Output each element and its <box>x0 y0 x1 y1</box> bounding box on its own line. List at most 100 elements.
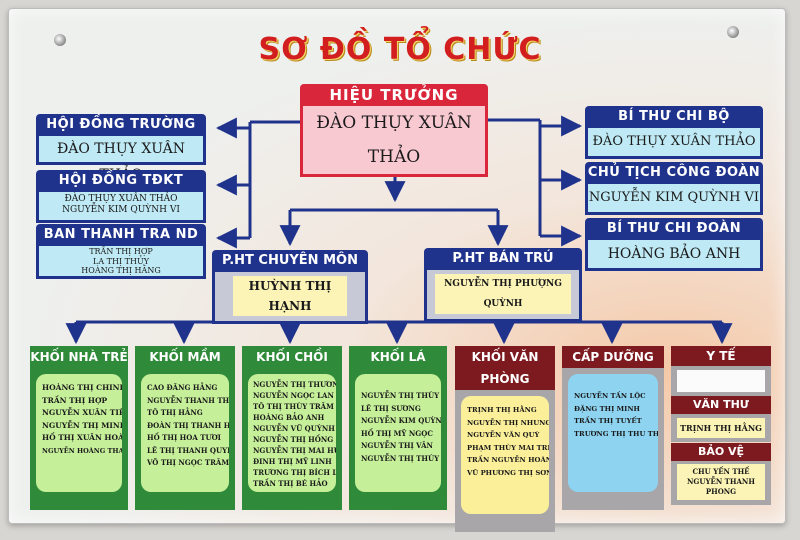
emulation-member: ĐÀO THỤY XUÂN THẢO <box>64 194 178 204</box>
member: ĐINH THỊ MỸ LINH <box>253 457 332 466</box>
inspection-board-box: BAN THANH TRA ND TRẦN THỊ HỢP LA THỊ THỦ… <box>36 224 206 279</box>
clerk-label: VĂN THƯ <box>671 396 771 414</box>
member: PHẠM THÙY MAI TRINH <box>467 443 549 452</box>
block-kindergarten-5-members: NGUYỄN THỊ THÙY TRANG LÊ THỊ SƯƠNG NGUYỄ… <box>355 374 441 492</box>
deputy-professional-label: P.HT CHUYÊN MÔN <box>212 250 368 272</box>
member: NGUYỄN THỊ HỒNG ĐÀO <box>253 435 336 444</box>
member: HỒ THỊ XUÂN HOÀI <box>42 433 122 442</box>
member: NGUYỄN THỊ MAI HƯƠNG <box>253 446 336 455</box>
member: TRỊNH THỊ HẰNG <box>467 406 537 414</box>
deputy-boarding-name: NGUYỄN THỊ PHƯỢNG QUỲNH <box>435 274 571 314</box>
member: HOÀNG THỊ CHINH <box>42 383 122 392</box>
member: TRẦN NGUYỄN HOÀNG DIỆU <box>467 456 549 464</box>
member: TRẦN THỊ HỢP <box>42 395 108 405</box>
member: TÔ THỊ THÙY TRÂM <box>253 402 334 411</box>
emulation-member: NGUYỄN KIM QUỲNH VI <box>62 205 180 215</box>
member: CHU YẾN THẾ <box>692 467 750 476</box>
youth-secretary-label: BÍ THƯ CHI ĐOÀN <box>585 218 763 240</box>
health-label: Y TẾ <box>671 346 771 366</box>
block-kindergarten-3-label: KHỐI MẦM <box>135 346 235 368</box>
emulation-council-box: HỘI ĐỒNG TĐKT ĐÀO THỤY XUÂN THẢO NGUYỄN … <box>36 170 206 223</box>
block-kindergarten-5-label: KHỐI LÁ <box>349 346 447 368</box>
member: NGUYỄN THỊ THÚY UYÊN <box>361 453 441 463</box>
member: NGUYỄN THỊ NHUNG <box>467 418 549 427</box>
member: NGUYỄN THỊ MINH CHI <box>42 420 122 430</box>
member: TRƯƠNG THỊ THU THẢO <box>574 429 658 438</box>
principal-box: HIỆU TRƯỞNG ĐÀO THỤY XUÂN THẢO <box>300 84 488 177</box>
member: NGUYỄN THANH PHONG <box>687 477 755 496</box>
block-office-members: TRỊNH THỊ HẰNG NGUYỄN THỊ NHUNG NGUYỄN V… <box>461 396 549 514</box>
council-box: HỘI ĐỒNG TRƯỜNG ĐÀO THỤY XUÂN THẢO <box>36 114 206 183</box>
member: CAO ĐĂNG HẰNG <box>147 383 218 392</box>
block-kitchen-members: NGUYỄN TẤN LỘC ĐẶNG THỊ MINH TRẦN THỊ TU… <box>568 374 658 492</box>
member: NGUYỄN THỊ VÂN <box>361 441 433 450</box>
block-office-label: KHỐI VĂN PHÒNG <box>455 346 555 390</box>
screw-top-left <box>54 34 66 46</box>
member: NGUYỄN TẤN LỘC <box>574 392 646 400</box>
deputy-professional-box: P.HT CHUYÊN MÔN HUỲNH THỊ HẠNH <box>212 250 368 324</box>
block-office: KHỐI VĂN PHÒNG TRỊNH THỊ HẰNG NGUYỄN THỊ… <box>455 346 555 532</box>
health-members <box>677 370 765 392</box>
block-kindergarten-3: KHỐI MẦM CAO ĐĂNG HẰNG NGUYỄN THANH THẢO… <box>135 346 235 510</box>
block-kitchen: CẤP DƯỠNG NGUYỄN TẤN LỘC ĐẶNG THỊ MINH T… <box>562 346 664 510</box>
block-kindergarten-5: KHỐI LÁ NGUYỄN THỊ THÙY TRANG LÊ THỊ SƯƠ… <box>349 346 447 510</box>
member: NGUYỄN THỊ THÙY TRANG <box>361 391 441 400</box>
member: TRẦN THỊ TUYẾT <box>574 417 642 425</box>
clerk-box: VĂN THƯ TRỊNH THỊ HẰNG <box>671 396 771 442</box>
party-secretary-box: BÍ THƯ CHI BỘ ĐÀO THỤY XUÂN THẢO <box>585 106 763 159</box>
member: LÊ THỊ SƯƠNG <box>361 403 421 413</box>
party-secretary-label: BÍ THƯ CHI BỘ <box>585 106 763 128</box>
member: ĐOÀN THỊ THANH HƯƠNG <box>147 420 229 430</box>
youth-secretary-box: BÍ THƯ CHI ĐOÀN HOÀNG BẢO ANH <box>585 218 763 271</box>
block-kindergarten-3-members: CAO ĐĂNG HẰNG NGUYỄN THANH THẢO VY TÔ TH… <box>141 374 229 492</box>
member: TRƯƠNG THỊ BÍCH LY <box>253 468 336 477</box>
block-kitchen-label: CẤP DƯỠNG <box>562 346 664 368</box>
deputy-professional-name: HUỲNH THỊ HẠNH <box>233 276 347 316</box>
member: TÔ THỊ HẰNG <box>147 408 203 417</box>
council-label: HỘI ĐỒNG TRƯỜNG <box>36 114 206 136</box>
youth-secretary-name: HOÀNG BẢO ANH <box>607 246 741 262</box>
member: HỒ THỊ HOA TƯƠI <box>147 433 221 442</box>
block-nursery-label: KHỐI NHÀ TRẺ <box>30 346 128 368</box>
union-chair-label: CHỦ TỊCH CÔNG ĐOÀN <box>585 162 763 184</box>
principal-name: ĐÀO THỤY XUÂN THẢO <box>300 106 488 177</box>
security-members: CHU YẾN THẾ NGUYỄN THANH PHONG <box>677 464 765 500</box>
inspection-member: LA THỊ THỦY <box>93 256 149 266</box>
member: ĐẶNG THỊ MINH <box>574 404 640 413</box>
emulation-council-label: HỘI ĐỒNG TĐKT <box>36 170 206 192</box>
member: TRẦN THỊ BÉ HẢO <box>253 479 328 488</box>
block-kindergarten-4: KHỐI CHỒI NGUYỄN THỊ THƯƠNG NGUYỄN NGỌC … <box>242 346 342 510</box>
deputy-boarding-box: P.HT BÁN TRÚ NGUYỄN THỊ PHƯỢNG QUỲNH <box>424 248 582 322</box>
member: NGUYỄN THỊ THƯƠNG <box>253 380 336 389</box>
union-chair-box: CHỦ TỊCH CÔNG ĐOÀN NGUYỄN KIM QUỲNH VI <box>585 162 763 215</box>
member: NGUYỄN VŨ QUỲNH NHƯ <box>253 424 336 433</box>
block-nursery: KHỐI NHÀ TRẺ HOÀNG THỊ CHINH TRẦN THỊ HỢ… <box>30 346 128 510</box>
member: NGUYỄN NGỌC LAN <box>253 391 334 400</box>
member: HỒ THỊ MỸ NGỌC <box>361 428 433 438</box>
member: NGUYỄN THANH THẢO VY <box>147 395 229 405</box>
security-box: BẢO VỆ CHU YẾN THẾ NGUYỄN THANH PHONG <box>671 443 771 505</box>
block-kindergarten-4-label: KHỐI CHỒI <box>242 346 342 368</box>
clerk-member: TRỊNH THỊ HẰNG <box>677 418 765 438</box>
member: NGUYỄN VĂN QUÝ <box>467 431 540 439</box>
security-label: BẢO VỆ <box>671 443 771 461</box>
inspection-member: TRẦN THỊ HỢP <box>89 247 153 256</box>
page-title: SƠ ĐỒ TỔ CHỨC <box>258 32 542 67</box>
block-nursery-members: HOÀNG THỊ CHINH TRẦN THỊ HỢP NGUYỄN XUÂN… <box>36 374 122 492</box>
member: NGUYỄN KIM QUỲNH VY <box>361 416 441 425</box>
inspection-board-label: BAN THANH TRA ND <box>36 224 206 246</box>
member: HOÀNG BẢO ANH <box>253 413 325 422</box>
party-secretary-name: ĐÀO THỤY XUÂN THẢO <box>592 134 756 149</box>
inspection-member: HOÀNG THỊ HẰNG <box>81 266 161 275</box>
member: LÊ THỊ THANH QUYÊN <box>147 445 229 455</box>
member: NGUYỄN HOÀNG THANH TRÚC <box>42 446 122 455</box>
principal-label: HIỆU TRƯỞNG <box>300 84 488 106</box>
member: VŨ PHƯƠNG THỊ SƠN <box>467 468 549 477</box>
member: VÕ THỊ NGỌC TRÂM <box>147 458 229 467</box>
union-chair-name: NGUYỄN KIM QUỲNH VI <box>588 190 760 205</box>
deputy-boarding-label: P.HT BÁN TRÚ <box>424 248 582 270</box>
block-kindergarten-4-members: NGUYỄN THỊ THƯƠNG NGUYỄN NGỌC LAN TÔ THỊ… <box>248 374 336 492</box>
health-box: Y TẾ <box>671 346 771 396</box>
screw-top-right <box>727 26 739 38</box>
